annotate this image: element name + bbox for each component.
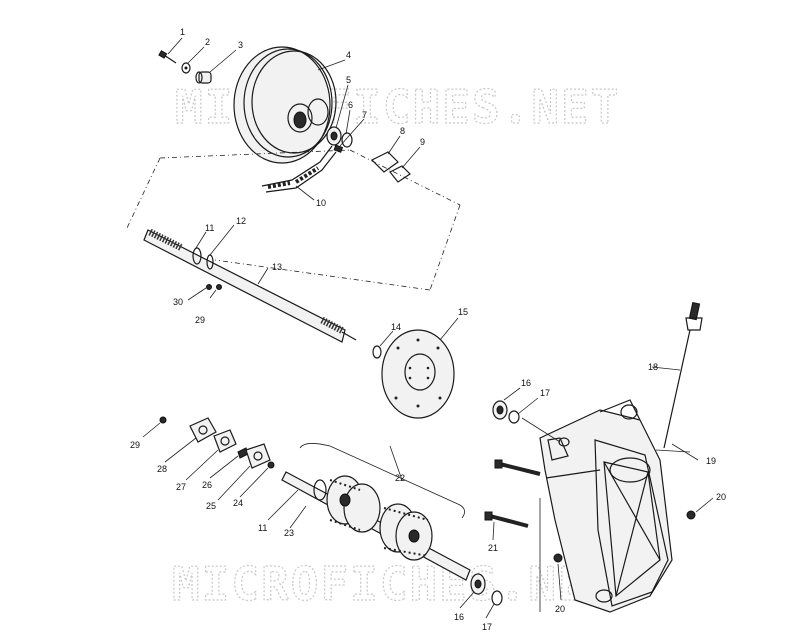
- part-bearing-flange-25: [245, 443, 271, 469]
- callout-10: 10: [316, 198, 326, 208]
- callout-16a: 16: [521, 378, 531, 388]
- callout-30: 30: [173, 297, 183, 307]
- chaincase-assembly: [484, 301, 703, 613]
- part-drive-sprockets: [326, 475, 433, 561]
- part-drive-chain: [261, 145, 337, 193]
- part-nut-20b: [553, 553, 563, 563]
- callout-5: 5: [346, 75, 351, 85]
- callout-20a: 20: [716, 492, 726, 502]
- callout-24: 24: [233, 498, 243, 508]
- callout-3: 3: [238, 40, 243, 50]
- part-bolt-21b: [484, 511, 529, 528]
- callout-27: 27: [176, 482, 186, 492]
- callout-25: 25: [206, 501, 216, 511]
- part-nut: [206, 284, 212, 290]
- callout-17a: 17: [540, 388, 550, 398]
- callout-29b: 29: [130, 440, 140, 450]
- part-washer: [181, 62, 191, 74]
- callout-16b: 16: [454, 612, 464, 622]
- drive-shaft-assembly: [159, 416, 503, 606]
- part-nut-24: [267, 461, 275, 469]
- pulley-assembly: [126, 46, 461, 291]
- part-bolt-21a: [494, 459, 541, 476]
- shaft-assembly: [143, 228, 455, 419]
- callout-11: 11: [205, 223, 214, 233]
- callout-7: 7: [362, 110, 367, 120]
- part-washer-small: [216, 284, 222, 290]
- part-seal-ring: [372, 345, 382, 359]
- callout-8: 8: [400, 126, 405, 136]
- part-bushing: [195, 71, 212, 84]
- part-flange-28: [189, 417, 217, 443]
- part-dipstick: [663, 301, 703, 449]
- callout-12: 12: [236, 216, 246, 226]
- callout-6: 6: [348, 100, 353, 110]
- part-screw: [333, 144, 344, 153]
- callout-28: 28: [157, 464, 167, 474]
- callout-9: 9: [420, 137, 425, 147]
- part-bearing-16b: [470, 573, 486, 595]
- callout-15: 15: [458, 307, 468, 317]
- callout-22: 22: [395, 473, 405, 483]
- callout-29a: 29: [195, 315, 205, 325]
- part-jackshaft: [143, 228, 357, 343]
- callout-13: 13: [272, 262, 282, 272]
- part-bracket: [370, 151, 399, 173]
- callout-26: 26: [202, 480, 212, 490]
- callout-1: 1: [180, 27, 185, 37]
- part-clip: [389, 165, 411, 183]
- leader-lines: [142, 37, 714, 619]
- callout-4: 4: [346, 50, 351, 60]
- callout-11b: 11: [258, 523, 267, 533]
- callout-18: 18: [648, 362, 658, 372]
- callout-20b: 20: [555, 604, 565, 614]
- callout-23: 23: [284, 528, 294, 538]
- part-nut-29: [159, 416, 167, 424]
- part-oring-17a: [508, 410, 520, 424]
- callout-21: 21: [488, 543, 498, 553]
- callout-17b: 17: [482, 622, 492, 632]
- callout-2: 2: [205, 37, 210, 47]
- part-oring-17b: [491, 590, 503, 606]
- callout-19: 19: [706, 456, 716, 466]
- part-driven-pulley: [233, 46, 337, 164]
- callout-labels: 1 2 3 4 5 6 7 8 9 10 11 12 13 30 29 14 1…: [130, 27, 726, 632]
- part-bearing-16a: [492, 400, 508, 420]
- part-bolt: [158, 50, 177, 64]
- part-seal: [341, 132, 353, 148]
- part-flange-27: [213, 429, 237, 453]
- watermark-bottom: MICROFICHES.NET: [172, 557, 617, 611]
- part-brake-disc: [381, 329, 455, 419]
- part-nut-20a: [686, 510, 696, 520]
- callout-14: 14: [391, 322, 401, 332]
- part-bearing: [326, 126, 342, 146]
- part-chaincase: [539, 399, 673, 613]
